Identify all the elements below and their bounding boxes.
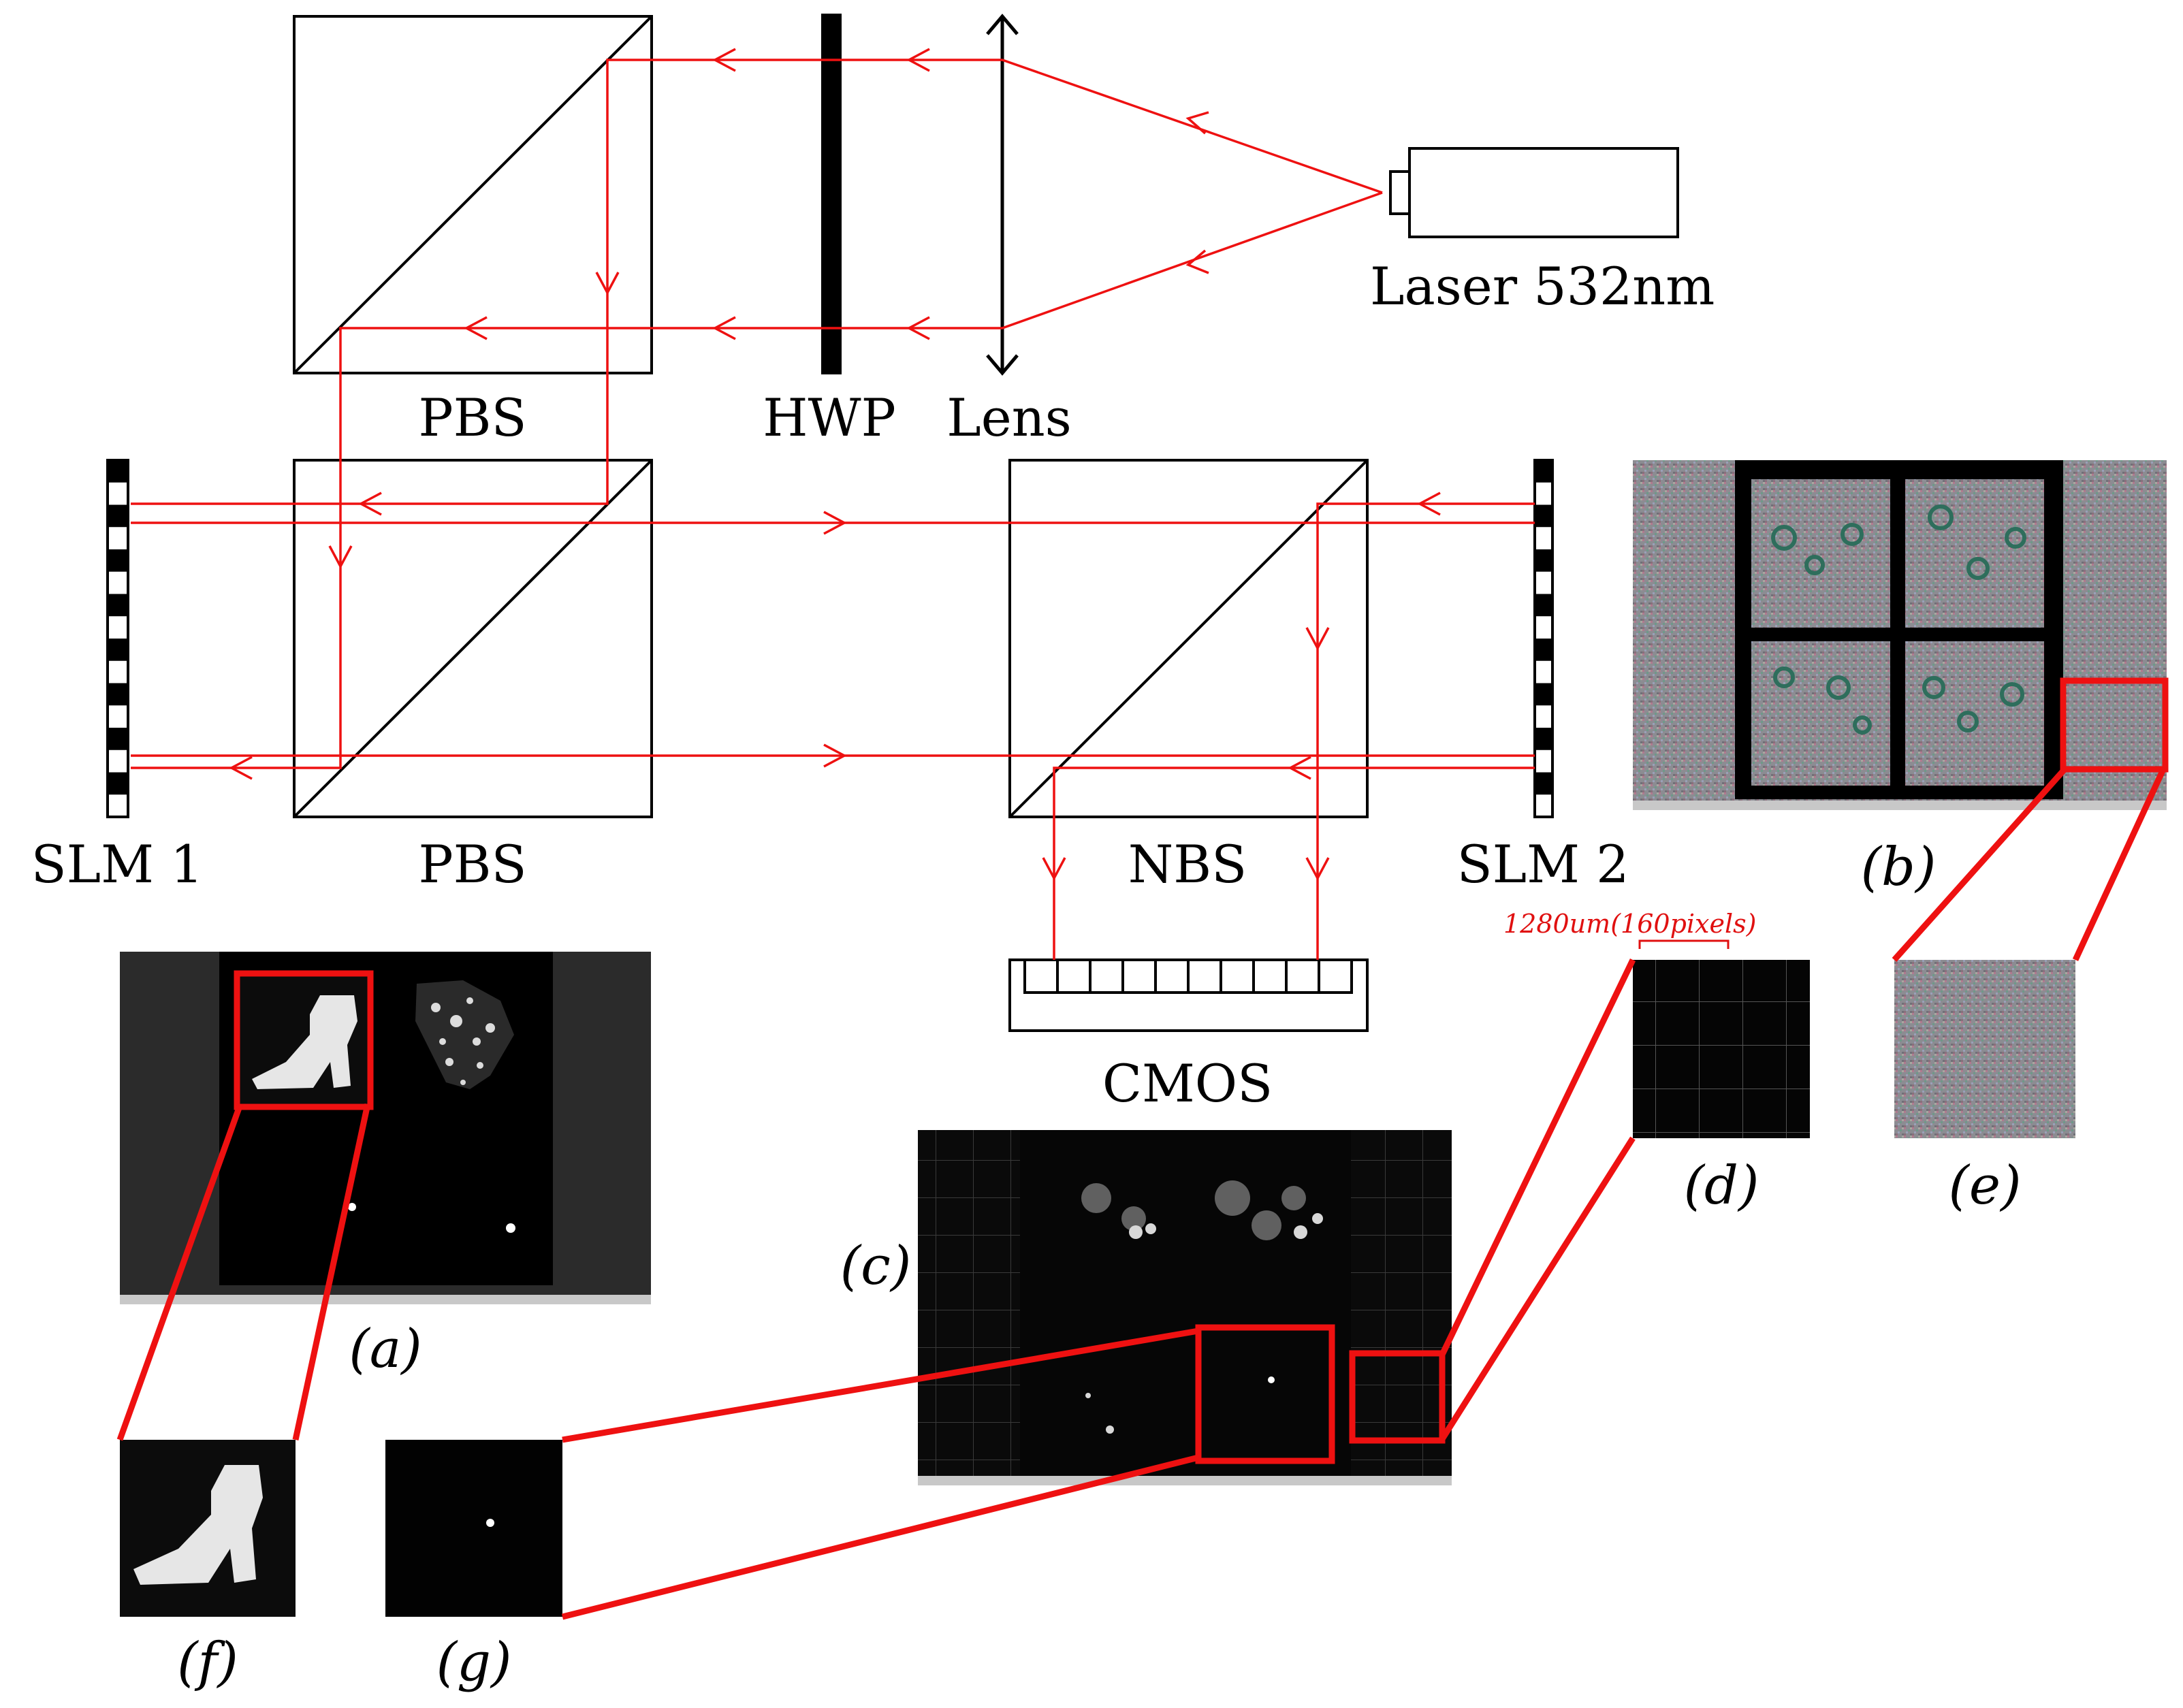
pbs-bottom [293,459,653,818]
nbs-cube [1008,459,1369,818]
panel-c-capture [918,1130,1452,1485]
caption-g: (g) [436,1632,512,1693]
panel-b-highlight-box [2060,677,2169,773]
beam-paths [131,59,1535,960]
pbs-top [293,15,653,374]
slm-pixel-stripe [1535,683,1552,706]
panel-d-inset [1633,960,1810,1138]
slm-pixel-stripe [108,772,128,795]
hwp-label: HWP [763,387,896,448]
panel-e-inset [1894,960,2075,1138]
slm-pixel-stripe [108,728,128,750]
slm-pixel-stripe [108,639,128,661]
slm-pixel-stripe [1535,549,1552,572]
slm-pixel-stripe [108,549,128,572]
slm-pixel-stripe [1535,772,1552,795]
slm1-label: SLM 1 [31,834,204,895]
cmos-sensor [1008,958,1369,1032]
laser-label: Laser 532nm [1370,256,1715,317]
slm2-label: SLM 2 [1457,834,1629,895]
panel-c-highlight-box-spot [1195,1324,1335,1464]
panel-c-highlight-box-grid [1349,1350,1446,1444]
panel-a-image [120,952,651,1304]
slm-pixel-stripe [108,460,128,483]
hwp-plate [821,14,842,374]
pbs-bottom-label: PBS [418,834,526,895]
caption-f: (f) [177,1632,238,1693]
slm-pixel-stripe [1535,460,1552,483]
slm-pixel-stripe [108,594,128,617]
scale-note: 1280um(160pixels) [1503,909,1756,939]
panel-g-inset [385,1440,562,1617]
lens [986,14,1019,376]
caption-a: (a) [349,1319,421,1380]
panel-b-hologram [1633,460,2169,810]
caption-e: (e) [1948,1155,2021,1216]
slm-pixel-stripe [1535,728,1552,750]
panel-f-inset [120,1440,296,1617]
caption-d: (d) [1684,1155,1759,1216]
slm-pixel-stripe [108,683,128,706]
cmos-label: CMOS [1102,1053,1273,1114]
slm-pixel-stripe [1535,594,1552,617]
beam-direction-arrows [229,48,1441,881]
slm-pixel-stripe [1535,504,1552,528]
nbs-label: NBS [1128,834,1247,895]
pbs-top-label: PBS [418,387,526,448]
scale-bracket [1638,939,1730,949]
caption-c: (c) [840,1236,912,1297]
slm-pixel-stripe [108,504,128,528]
panel-a-highlight-box [234,970,374,1110]
lens-label: Lens [946,387,1071,448]
slm1-device [106,459,129,818]
slm-pixel-stripe [1535,639,1552,661]
slm2-device [1533,459,1554,818]
laser-source [1389,147,1679,238]
caption-b: (b) [1861,837,1937,898]
zoom-connectors [116,766,2167,1620]
